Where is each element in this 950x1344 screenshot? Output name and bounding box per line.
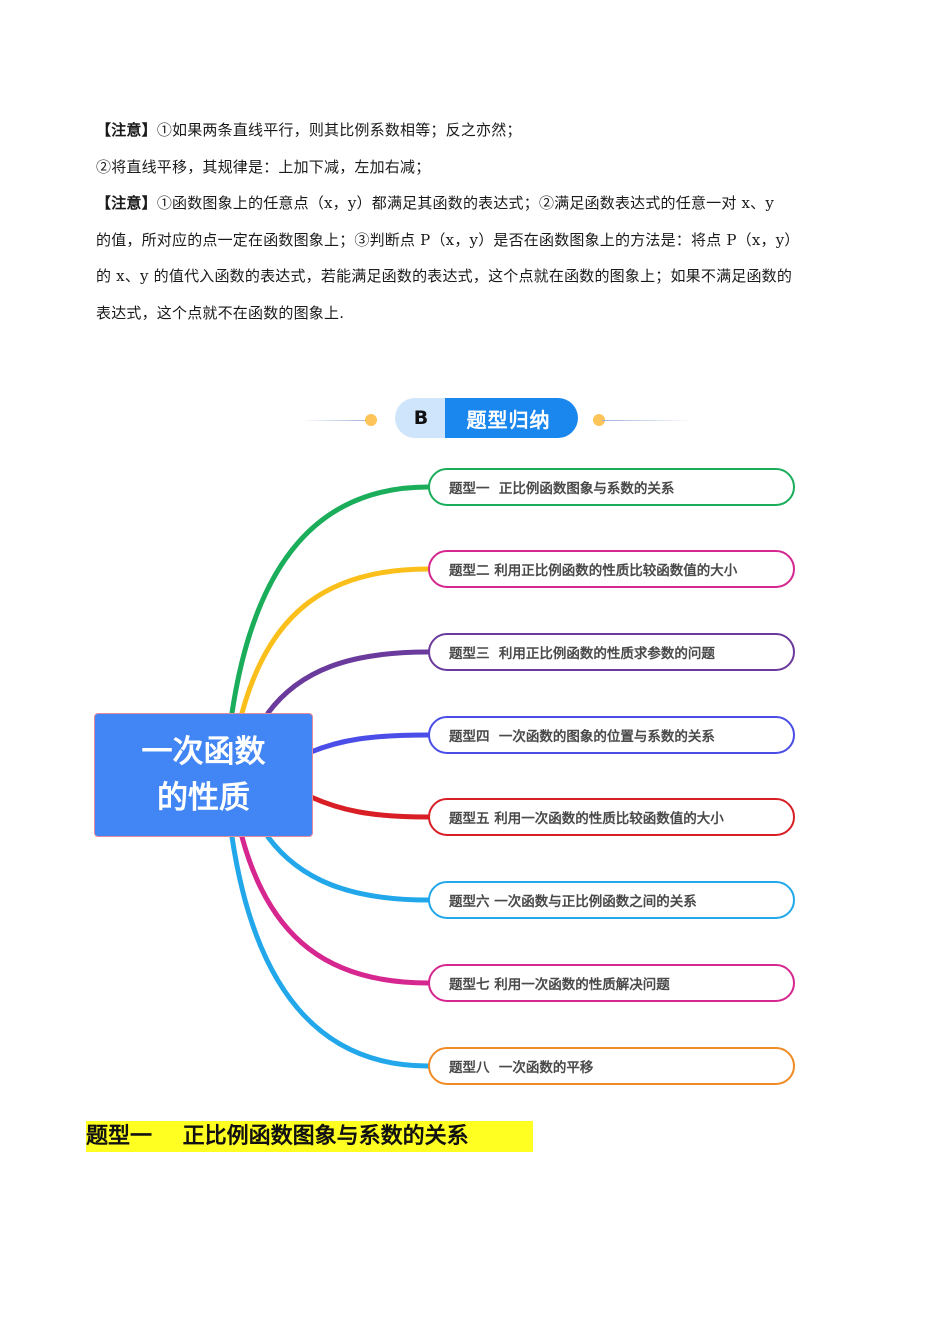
mindmap-node-2: 题型二 利用正比例函数的性质比较函数值的大小 — [428, 550, 795, 588]
branch-3 — [265, 649, 431, 716]
branch-8 — [229, 834, 431, 1069]
mindmap-node-8: 题型八 一次函数的平移 — [428, 1047, 795, 1085]
note-line-3: 【注意】①函数图象上的任意点（x，y）都满足其函数的表达式；②满足函数表达式的任… — [96, 194, 775, 212]
mindmap-node-7: 题型七 利用一次函数的性质解决问题 — [428, 964, 795, 1002]
header-dot-right-icon — [593, 414, 605, 426]
center-title-line-2: 的性质 — [157, 780, 250, 816]
section-badge-title: 题型归纳 — [445, 398, 578, 438]
branch-2 — [239, 566, 431, 716]
branch-6 — [265, 834, 431, 903]
mindmap-node-4: 题型四 一次函数的图象的位置与系数的关系 — [428, 716, 795, 754]
mindmap-node-3: 题型三 利用正比例函数的性质求参数的问题 — [428, 633, 795, 671]
note-line-1: 【注意】①如果两条直线平行，则其比例系数相等；反之亦然； — [96, 121, 522, 139]
note-line-4: 的值，所对应的点一定在函数图象上；③判断点 P（x，y）是否在函数图象上的方法是… — [96, 230, 800, 249]
branch-7 — [239, 834, 431, 986]
notes-block: 【注意】①如果两条直线平行，则其比例系数相等；反之亦然； ②将直线平移，其规律是… — [96, 112, 866, 331]
mindmap-node-1: 题型一 正比例函数图象与系数的关系 — [428, 468, 795, 506]
header-dot-left-icon — [365, 414, 377, 426]
section-heading: 题型一 正比例函数图象与系数的关系 — [86, 1121, 533, 1152]
note-tag: 【注意】 — [96, 121, 157, 139]
note-tag: 【注意】 — [96, 194, 157, 212]
header-divider-left — [300, 420, 370, 421]
mindmap-node-5: 题型五 利用一次函数的性质比较函数值的大小 — [428, 798, 795, 836]
center-title-line-1: 一次函数 — [141, 734, 266, 770]
mindmap-center-node: 一次函数 的性质 — [94, 713, 313, 837]
branch-5 — [308, 794, 431, 820]
branch-1 — [229, 484, 431, 716]
note-line-2: ②将直线平移，其规律是：上加下减，左加右减； — [96, 157, 431, 176]
note-line-6: 表达式，这个点就不在函数的图象上. — [96, 303, 345, 322]
header-divider-right — [602, 420, 692, 421]
mindmap-node-6: 题型六 一次函数与正比例函数之间的关系 — [428, 881, 795, 919]
note-line-5: 的 x、y 的值代入函数的表达式，若能满足函数的表达式，这个点就在函数的图象上；… — [96, 267, 793, 285]
section-badge: B 题型归纳 — [395, 398, 578, 438]
section-badge-letter: B — [395, 398, 445, 438]
branch-4 — [308, 732, 431, 755]
